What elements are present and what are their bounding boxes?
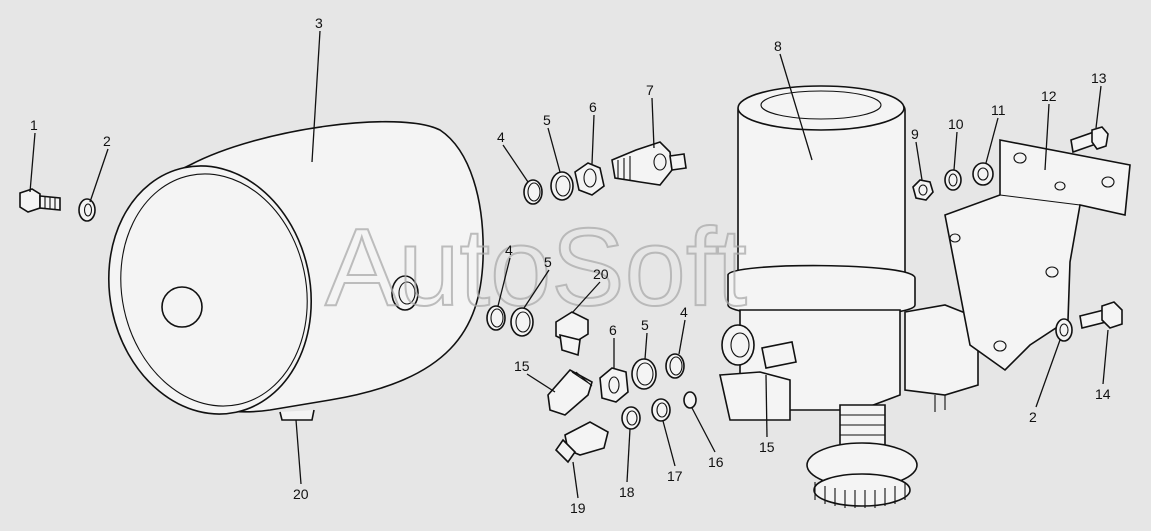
callout-3: 3 xyxy=(315,15,323,31)
bolt-upper-right xyxy=(1070,126,1109,154)
air-receiver-tank xyxy=(107,120,484,421)
callout-4: 4 xyxy=(497,129,505,145)
flat-washer-part xyxy=(972,162,994,186)
watermark-text: AutoSoft xyxy=(325,206,747,329)
callout-5: 5 xyxy=(543,112,551,128)
callout-4-middle: 4 xyxy=(505,242,513,258)
gasket-middle xyxy=(510,307,534,337)
callout-5-middle: 5 xyxy=(544,254,552,270)
callout-1: 1 xyxy=(30,117,38,133)
washer-part-right xyxy=(1055,318,1073,342)
callout-15-right: 15 xyxy=(759,439,775,455)
seal-ring-upper xyxy=(523,179,543,205)
callout-16: 16 xyxy=(708,454,724,470)
gasket-lower xyxy=(631,358,657,390)
seal-ring-middle xyxy=(486,305,506,331)
callout-6-lower: 6 xyxy=(609,322,617,338)
angle-fitting-19 xyxy=(554,421,609,464)
callout-labels: 1 2 3 4 5 6 7 8 9 10 11 12 13 4 5 20 6 5… xyxy=(30,15,1111,516)
callout-14: 14 xyxy=(1095,386,1111,402)
callout-6: 6 xyxy=(589,99,597,115)
spring-washer-part xyxy=(944,169,962,191)
hex-nut-lower xyxy=(599,367,629,403)
seal-ring-lower xyxy=(665,353,685,379)
drain-plug-middle xyxy=(555,311,589,357)
mounting-bracket xyxy=(944,139,1131,372)
elbow-fitting xyxy=(611,141,687,186)
washer-part xyxy=(78,198,96,222)
air-dryer-unit xyxy=(719,85,979,508)
callout-9: 9 xyxy=(911,126,919,142)
callout-20-middle: 20 xyxy=(593,266,609,282)
callout-5-lower: 5 xyxy=(641,317,649,333)
callout-15-left: 15 xyxy=(514,358,530,374)
callout-13: 13 xyxy=(1091,70,1107,86)
callout-12: 12 xyxy=(1041,88,1057,104)
callout-4-lower: 4 xyxy=(680,304,688,320)
callout-11: 11 xyxy=(991,102,1006,118)
callout-8: 8 xyxy=(774,38,782,54)
callout-10: 10 xyxy=(948,116,964,132)
callout-20-bottom: 20 xyxy=(293,486,309,502)
washer-17 xyxy=(651,398,671,422)
callout-19: 19 xyxy=(570,500,586,516)
straight-fitting xyxy=(547,368,593,416)
nut-part xyxy=(912,179,934,201)
callout-2: 2 xyxy=(103,133,111,149)
callout-2-right: 2 xyxy=(1029,409,1037,425)
callout-18: 18 xyxy=(619,484,635,500)
callout-17: 17 xyxy=(667,468,683,484)
leader-lines xyxy=(29,30,1109,499)
gasket-upper xyxy=(550,171,574,201)
callout-7: 7 xyxy=(646,82,654,98)
bolt-part xyxy=(19,188,61,213)
washer-18 xyxy=(621,406,641,430)
bolt-lower-right xyxy=(1079,301,1123,329)
hex-nut-upper xyxy=(574,162,605,196)
o-ring-small xyxy=(683,391,697,409)
